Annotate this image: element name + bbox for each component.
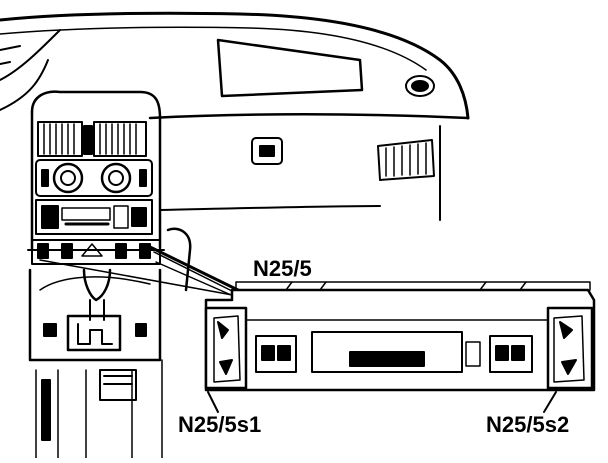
leader-lines — [39, 244, 240, 299]
side-vent — [377, 139, 435, 181]
dashboard-outline — [0, 11, 470, 221]
module-label: N25/5 — [253, 256, 312, 281]
right-switch-label: N25/5s2 — [486, 412, 570, 437]
center-console — [27, 90, 192, 459]
left-switch-label: N25/5s1 — [178, 412, 262, 437]
switch-module — [204, 281, 596, 392]
instrument-display — [216, 38, 364, 98]
glovebox-handle — [251, 137, 283, 165]
round-vent — [405, 75, 435, 97]
label-pointers — [207, 391, 557, 413]
